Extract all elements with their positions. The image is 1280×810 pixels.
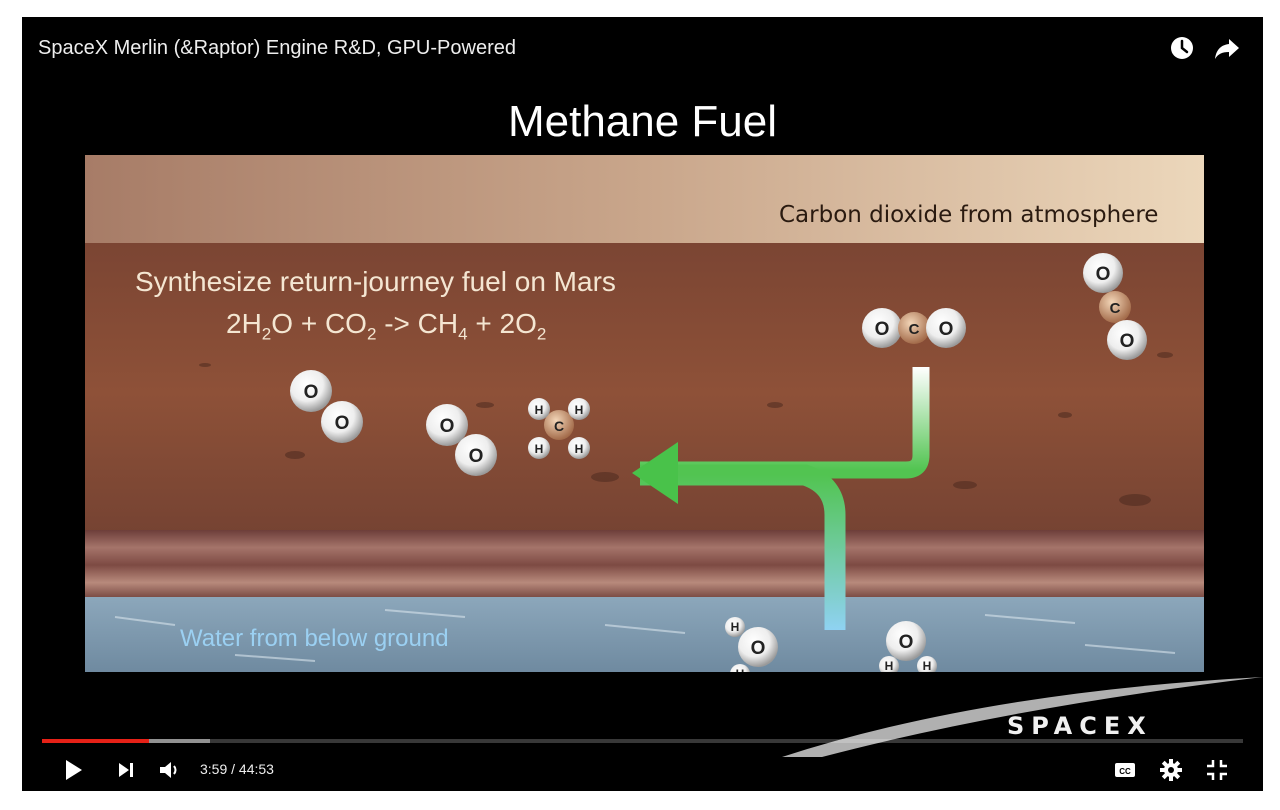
control-bar: 3:59 / 44:53 CC [22, 749, 1263, 791]
progress-bar[interactable] [42, 739, 1243, 743]
co2-label: Carbon dioxide from atmosphere [779, 202, 1159, 228]
ch4-molecule [528, 398, 590, 459]
atom-label: H [575, 403, 584, 417]
time-display: 3:59 / 44:53 [200, 761, 274, 777]
atom-label: H [923, 659, 932, 672]
spacex-swoosh [782, 677, 1263, 757]
atom-label: O [1096, 264, 1111, 285]
gear-icon[interactable] [1156, 755, 1186, 785]
share-arrow-icon[interactable] [1212, 33, 1242, 63]
atom-label: H [535, 403, 544, 417]
atom-label: O [335, 413, 350, 434]
synthesize-label: Synthesize return-journey fuel on Mars [135, 266, 616, 297]
atom-label: O [440, 416, 455, 437]
atom-label: H [885, 659, 894, 672]
video-title[interactable]: SpaceX Merlin (&Raptor) Engine R&D, GPU-… [38, 37, 516, 59]
atom-label: O [939, 319, 954, 340]
volume-icon[interactable] [155, 755, 185, 785]
atom-label: C [909, 321, 920, 338]
video-player[interactable]: SpaceX Merlin (&Raptor) Engine R&D, GPU-… [22, 17, 1263, 791]
h2o-molecule-1 [725, 617, 778, 672]
h2o-molecule-2 [879, 621, 937, 672]
slide-title: Methane Fuel [507, 97, 778, 146]
atom-label: H [736, 667, 745, 672]
play-icon[interactable] [58, 755, 88, 785]
slide-labels: Carbon dioxide from atmosphere Synthesiz… [85, 155, 1204, 672]
exit-fullscreen-icon[interactable] [1202, 755, 1232, 785]
o2-molecule-2 [426, 404, 497, 476]
atom-label: O [751, 638, 766, 659]
atom-label: C [1110, 300, 1121, 317]
water-label: Water from below ground [180, 625, 449, 652]
atom-label: O [1120, 331, 1135, 352]
next-icon[interactable] [111, 755, 141, 785]
svg-text:CC: CC [1119, 767, 1131, 776]
atom-label: H [731, 620, 740, 634]
atom-label: O [469, 446, 484, 467]
clock-icon[interactable] [1167, 33, 1197, 63]
atom-label: H [535, 442, 544, 456]
atom-label: O [875, 319, 890, 340]
co2-molecule [862, 308, 966, 348]
o2-molecule-1 [290, 370, 363, 443]
co2-molecule-tilted [1083, 253, 1147, 360]
closed-captions-icon[interactable]: CC [1110, 755, 1140, 785]
atom-label: O [899, 632, 914, 653]
atom-label: H [575, 442, 584, 456]
atom-label: C [554, 418, 564, 434]
progress-played [42, 739, 149, 743]
chemical-equation: 2H2O + CO2 -> CH4 + 2O2 [226, 308, 547, 344]
mars-scene: O C O O C O O O O O C H H H H O H H O H … [85, 155, 1204, 672]
spacex-logo: SPACEX [1007, 712, 1153, 740]
atom-label: O [304, 382, 319, 403]
